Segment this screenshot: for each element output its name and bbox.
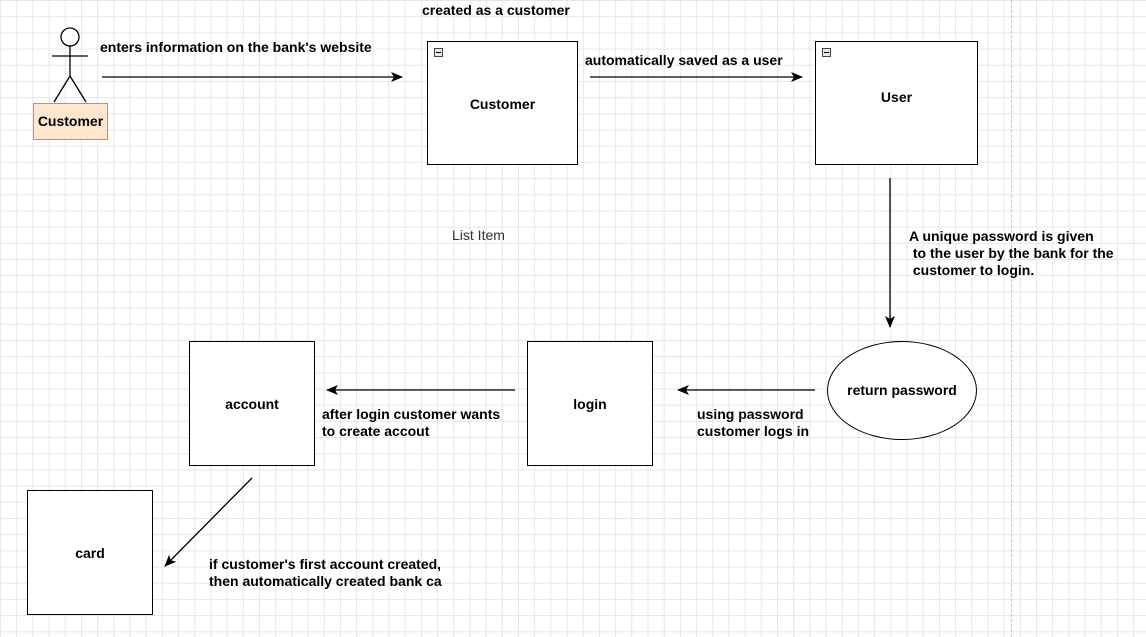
edge-label-created-as-customer[interactable]: created as a customer [422, 2, 570, 18]
user-node[interactable]: User [815, 41, 978, 165]
account-node-label: account [225, 396, 279, 412]
page-break-line [1011, 0, 1012, 637]
return-password-label: return password [847, 382, 957, 398]
edge-label-first-account[interactable]: if customer's first account created, the… [209, 556, 442, 589]
arrow-account-to-card[interactable] [164, 477, 253, 567]
user-node-label: User [880, 89, 913, 105]
edge-label-unique-password[interactable]: A unique password is given to the user b… [909, 228, 1114, 278]
collapse-toggle-icon[interactable] [822, 48, 831, 57]
account-node[interactable]: account [189, 341, 315, 466]
collapse-toggle-icon[interactable] [434, 48, 443, 57]
customer-node[interactable]: Customer [427, 41, 578, 165]
card-node[interactable]: card [27, 490, 153, 615]
customer-node-label: Customer [469, 96, 536, 112]
return-password-node[interactable]: return password [827, 341, 977, 440]
edge-label-create-account[interactable]: after login customer wants to create acc… [322, 406, 501, 439]
edge-label-enters-info[interactable]: enters information on the bank's website [100, 39, 372, 55]
login-node[interactable]: login [527, 341, 653, 466]
login-node-label: login [573, 396, 607, 412]
actor-stick-figure-icon[interactable] [48, 26, 94, 106]
actor-label[interactable]: Customer [33, 103, 108, 140]
card-node-label: card [75, 545, 105, 561]
edge-label-using-password[interactable]: using password customer logs in [697, 406, 810, 439]
floating-list-item-text[interactable]: List Item [452, 227, 505, 243]
edge-label-saved-as-user[interactable]: automatically saved as a user [585, 52, 783, 68]
